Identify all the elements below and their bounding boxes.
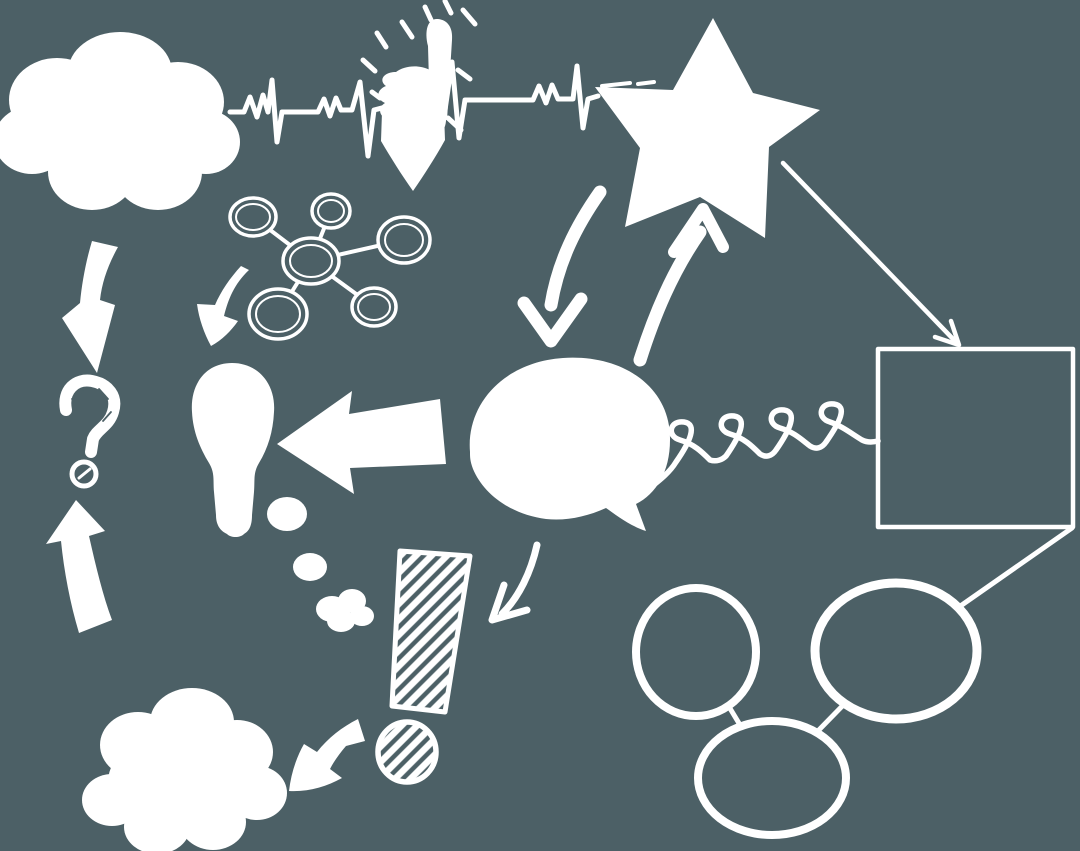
cluster-node — [632, 584, 760, 720]
mind-map — [228, 192, 432, 341]
arrow-down-shape — [381, 112, 445, 191]
lightbulb-shape — [191, 363, 275, 537]
exclamation-bar — [389, 548, 473, 715]
mindmap-node-ring — [255, 295, 301, 333]
lightbulb — [191, 363, 275, 537]
arrow-head — [488, 581, 531, 624]
ray — [369, 89, 383, 101]
cloud-body — [30, 68, 206, 188]
arrow-star-to-rectangle — [780, 160, 962, 348]
squiggle-path — [648, 401, 881, 490]
arrow-shape — [62, 241, 118, 373]
star-sketch-dashes — [600, 80, 656, 88]
ray — [442, 0, 454, 16]
down-pointer-arrow — [381, 112, 445, 191]
ray — [460, 7, 478, 27]
rectangle-frame — [875, 346, 1076, 530]
dash — [636, 80, 656, 86]
question-sketch-line — [71, 390, 84, 400]
ray — [374, 30, 389, 50]
star-shape — [595, 18, 820, 238]
ray — [399, 19, 415, 40]
blob — [267, 497, 307, 531]
bubble-shape — [469, 357, 671, 531]
arrow-cloud-small — [289, 719, 365, 792]
arrow-shape — [289, 719, 365, 792]
fist — [378, 66, 447, 138]
arrow-bubble-to-exclamation — [488, 541, 541, 624]
arrow-shaft — [544, 185, 607, 312]
arrow-curved-down — [62, 241, 118, 373]
rectangle-outline — [875, 346, 1076, 530]
squiggle-connector — [648, 401, 881, 490]
arrow-into-bubble — [517, 185, 607, 348]
exclamation-dot — [375, 719, 439, 785]
speech-bubble — [469, 357, 671, 531]
mindmap-center-ring — [289, 244, 333, 278]
star — [595, 18, 820, 238]
arrow-shape — [197, 266, 249, 346]
ray — [422, 4, 434, 23]
blob — [327, 610, 355, 632]
arrow-shaft — [498, 541, 541, 618]
arrow-bubble-to-star — [633, 203, 729, 367]
question-sketch-line — [102, 411, 112, 422]
question-mark — [59, 374, 121, 489]
thought-cloud-top-left — [0, 32, 240, 210]
mindmap-node-ring — [235, 203, 271, 231]
question-sketch-line — [98, 388, 109, 400]
exclamation-mark — [375, 548, 473, 785]
arrow-shaft — [633, 225, 707, 367]
blob — [293, 553, 327, 581]
big-left-arrow — [277, 391, 446, 494]
mindmap-node-ring — [317, 199, 345, 223]
ray — [455, 67, 473, 82]
arrow-head — [932, 318, 962, 348]
cloud-bottom-left — [82, 688, 287, 851]
arrow-shape — [277, 391, 446, 494]
arrow-shaft — [780, 160, 958, 344]
question-curve — [59, 374, 121, 458]
cluster-node — [694, 717, 850, 839]
arrow-shape — [46, 500, 112, 633]
arrow-mindmap-down-left — [197, 266, 249, 346]
blob-cloudlet — [316, 589, 374, 632]
cluster-node — [810, 578, 982, 724]
arrow-head — [668, 203, 729, 258]
ray-burst — [360, 0, 478, 133]
ray — [360, 57, 378, 74]
mindmap-node-ring — [357, 293, 391, 321]
dash — [600, 81, 632, 88]
question-dot-scribble — [77, 467, 92, 480]
question-dot — [69, 459, 99, 489]
arrow-head — [517, 292, 588, 348]
blob — [350, 606, 374, 626]
thumbs-up-hand — [378, 18, 453, 138]
ellipse-cluster — [632, 525, 1075, 839]
arrow-curved-up — [46, 500, 112, 633]
mindmap-node-ring — [384, 223, 424, 257]
ray — [445, 115, 464, 133]
thought-trail-blobs — [267, 497, 374, 632]
cloud-body — [108, 730, 260, 834]
